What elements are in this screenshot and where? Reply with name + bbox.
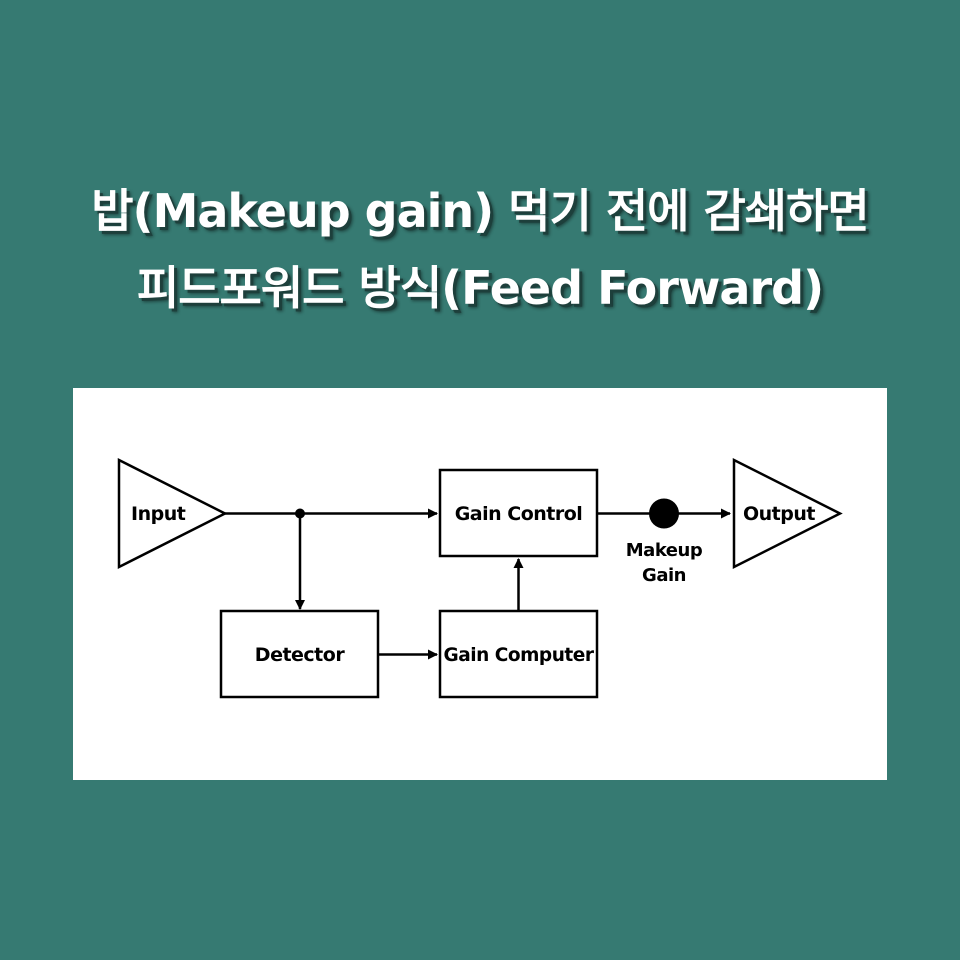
page-title-line2: 피드포워드 방식(Feed Forward) — [136, 261, 824, 315]
gain-computer-box — [438, 609, 599, 699]
output-amp-triangle — [732, 457, 843, 570]
gain-control-label: Gain Control — [455, 503, 583, 525]
signal-flow-diagram: Input Gain Control Makeup Gain Output De… — [117, 457, 843, 699]
gain-control-box — [438, 468, 599, 558]
diagram-card: Input Gain Control Makeup Gain Output De… — [73, 388, 887, 780]
makeup-gain-label-line1: Makeup — [626, 540, 703, 561]
makeup-gain-dot — [649, 498, 679, 529]
output-label: Output — [743, 503, 815, 525]
input-label: Input — [131, 503, 186, 525]
gain-computer-label: Gain Computer — [444, 644, 595, 666]
page-title-line1: 밥(Makeup gain) 먹기 전에 감쇄하면 — [91, 184, 870, 238]
detector-label: Detector — [255, 644, 346, 666]
input-amp-triangle — [117, 457, 228, 570]
makeup-gain-label-line2: Gain — [642, 565, 686, 586]
